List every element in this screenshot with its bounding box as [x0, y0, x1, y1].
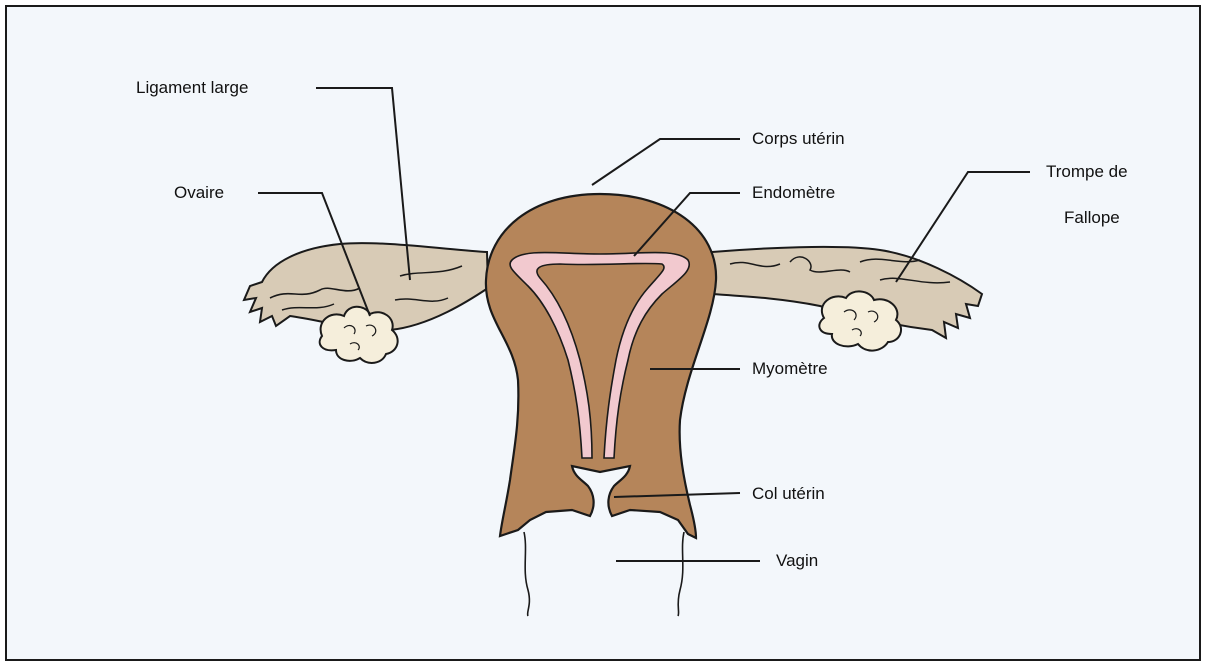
- label-trompe-line2: Fallope: [1064, 208, 1120, 228]
- vagina-left-wall: [524, 532, 529, 616]
- label-ligament-large: Ligament large: [136, 78, 248, 98]
- left-ovary: [320, 307, 398, 363]
- label-ovaire: Ovaire: [174, 183, 224, 203]
- label-col-uterin: Col utérin: [752, 484, 825, 504]
- label-myometre: Myomètre: [752, 359, 828, 379]
- right-ovary: [819, 291, 901, 350]
- vagina-right-wall: [678, 532, 684, 616]
- label-endometre: Endomètre: [752, 183, 835, 203]
- uterine-body: [486, 194, 716, 538]
- label-corps-uterin: Corps utérin: [752, 129, 845, 149]
- leader-corps-uterin: [592, 139, 740, 185]
- label-trompe-line1: Trompe de: [1046, 162, 1128, 182]
- label-vagin: Vagin: [776, 551, 818, 571]
